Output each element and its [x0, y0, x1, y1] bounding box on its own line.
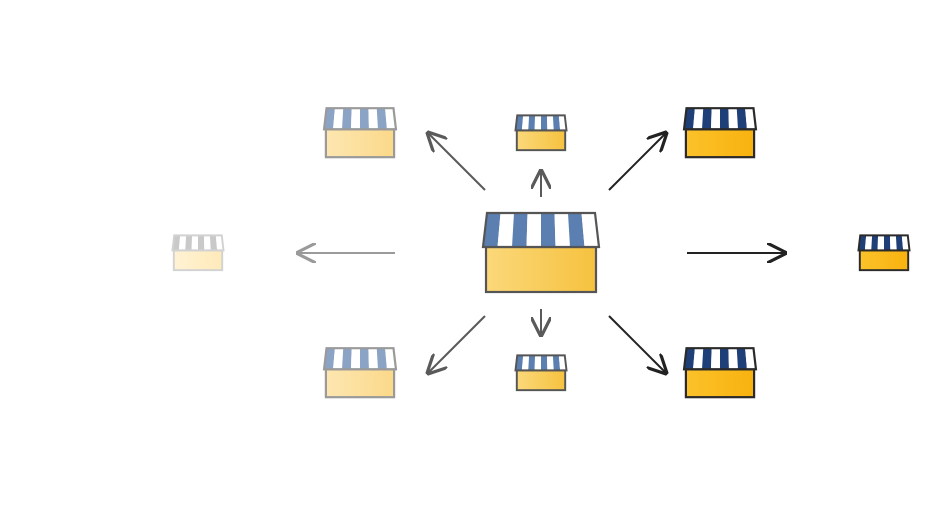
awning-stripe — [546, 115, 554, 131]
awning-stripe — [521, 115, 530, 131]
awning-outline — [682, 347, 758, 371]
awning-stripe — [360, 348, 369, 370]
awning-outline — [322, 107, 398, 131]
awning-stripe — [209, 235, 218, 251]
awning-stripe — [720, 108, 729, 130]
store-body — [684, 368, 756, 399]
edges-layer — [298, 133, 785, 373]
awning-stripe — [198, 235, 205, 251]
awning-stripe — [360, 108, 369, 130]
bottom-store-storefront-icon — [514, 354, 568, 392]
awning-stripe — [185, 235, 193, 251]
awning-stripe — [376, 108, 387, 130]
awning-stripe — [877, 235, 884, 251]
awning-stripe — [728, 348, 738, 370]
awning-stripe — [693, 108, 704, 130]
store-body — [484, 245, 598, 294]
awning-stripe — [368, 348, 378, 370]
awning-stripe — [376, 348, 387, 370]
awning-stripe — [702, 348, 712, 370]
awning-stripe — [342, 348, 352, 370]
awning-stripe — [333, 348, 344, 370]
awning-stripe — [333, 108, 344, 130]
awning-stripe — [693, 348, 704, 370]
awning-stripe — [512, 213, 528, 247]
awning-outline — [682, 107, 758, 131]
awning-stripe — [178, 235, 187, 251]
awning-stripe — [546, 355, 554, 371]
awning-stripe — [711, 108, 720, 130]
awning-stripe — [203, 235, 211, 251]
bottom-right-store-storefront-icon — [682, 347, 758, 399]
awning-stripe — [864, 235, 873, 251]
awning-stripe — [568, 213, 585, 247]
awning-stripe — [368, 108, 378, 130]
awning-stripe — [702, 108, 712, 130]
awning-stripe — [534, 115, 541, 131]
awning-stripe — [342, 108, 352, 130]
awning-stripe — [534, 355, 541, 371]
awning-stripe — [541, 355, 548, 371]
awning-outline — [857, 234, 911, 252]
store-body — [172, 249, 224, 272]
awning-stripe — [483, 213, 501, 247]
awning-stripe — [711, 348, 720, 370]
right-store-storefront-icon — [857, 234, 911, 272]
awning-stripe — [351, 348, 360, 370]
awning-stripe — [581, 213, 599, 247]
store-body — [324, 128, 396, 159]
top-right-store-storefront-icon — [682, 107, 758, 159]
store-body — [515, 369, 567, 392]
awning-outline — [514, 354, 568, 372]
awning-stripe — [884, 235, 891, 251]
bottom-left-store-storefront-icon — [322, 347, 398, 399]
awning-stripe — [871, 235, 879, 251]
store-body — [324, 368, 396, 399]
awning-outline — [481, 211, 601, 249]
awning-stripe — [552, 355, 561, 371]
arrow-bottom-left-store — [428, 315, 486, 373]
center-store-storefront-icon — [481, 211, 601, 294]
awning-stripe — [552, 115, 561, 131]
awning-stripe — [528, 355, 536, 371]
awning-stripe — [728, 108, 738, 130]
awning-stripe — [736, 108, 747, 130]
awning-stripe — [889, 235, 897, 251]
store-body — [684, 128, 756, 159]
awning-outline — [514, 114, 568, 132]
arrow-bottom-right-store — [608, 315, 666, 373]
awning-outline — [171, 234, 225, 252]
nodes-layer — [171, 107, 911, 399]
awning-stripe — [554, 213, 570, 247]
awning-stripe — [895, 235, 904, 251]
awning-stripe — [541, 213, 556, 247]
awning-stripe — [528, 115, 536, 131]
awning-stripe — [521, 355, 530, 371]
store-body — [858, 249, 910, 272]
awning-stripe — [736, 348, 747, 370]
awning-stripe — [541, 115, 548, 131]
awning-stripe — [720, 348, 729, 370]
awning-stripe — [526, 213, 541, 247]
top-store-storefront-icon — [514, 114, 568, 152]
awning-stripe — [191, 235, 198, 251]
arrow-top-right-store — [608, 133, 666, 191]
awning-outline — [322, 347, 398, 371]
awning-stripe — [351, 108, 360, 130]
store-body — [515, 129, 567, 152]
awning-stripe — [497, 213, 514, 247]
top-left-store-storefront-icon — [322, 107, 398, 159]
left-store-storefront-icon — [171, 234, 225, 272]
arrow-top-left-store — [428, 133, 486, 191]
